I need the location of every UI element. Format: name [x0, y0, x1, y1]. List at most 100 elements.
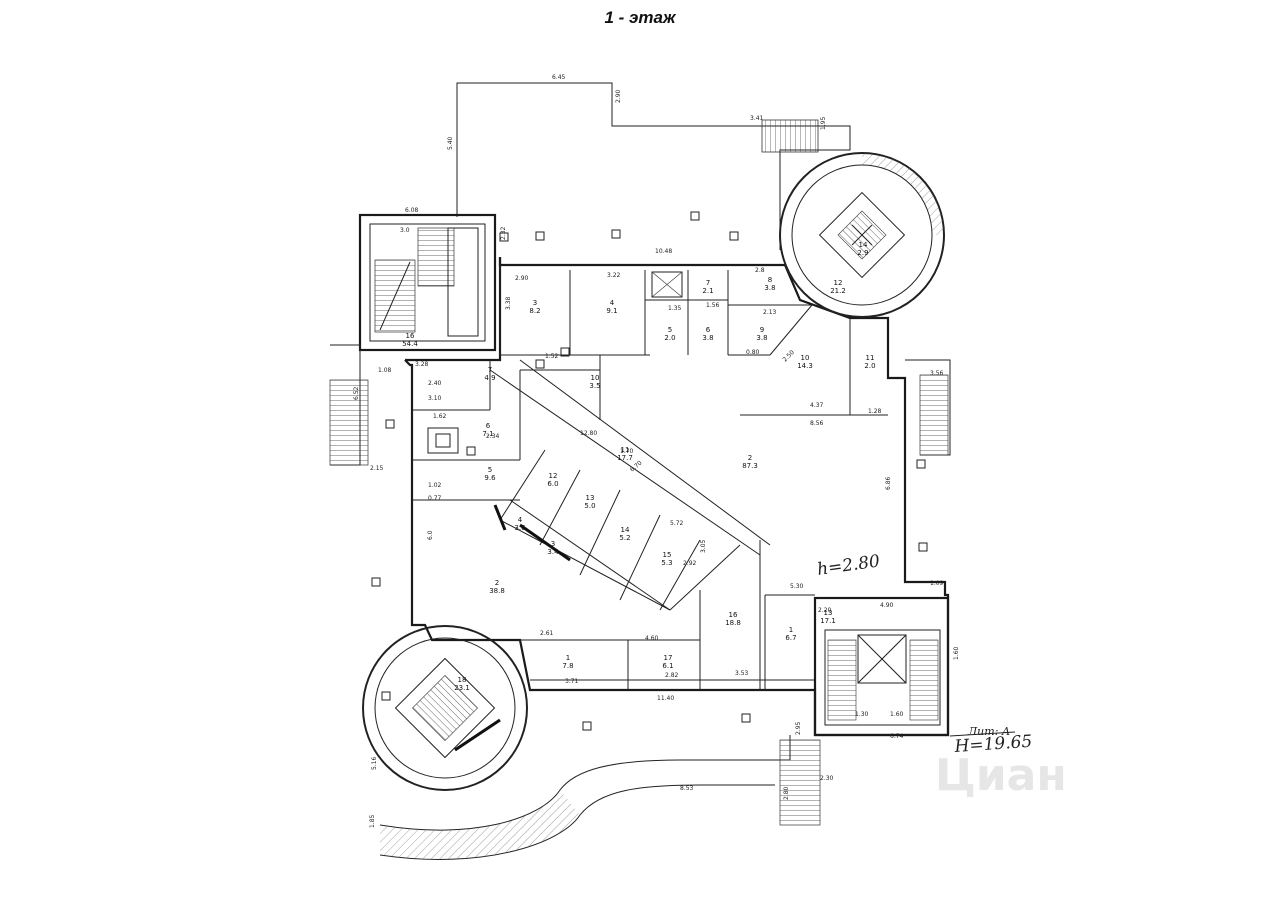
- building-outer-wall: [404, 257, 950, 737]
- room-area: 14.3: [797, 362, 813, 370]
- stair-tower-bottom-left: [362, 625, 528, 791]
- room-area: 4.9: [484, 374, 495, 382]
- dimension-label: 3.56: [930, 370, 944, 377]
- room-area: 2.0: [864, 362, 875, 370]
- dimension-label: 5.72: [670, 520, 684, 527]
- room-area: 7.8: [562, 662, 573, 670]
- dimension-label: 1.08: [378, 367, 392, 374]
- room-number: 13: [824, 609, 833, 617]
- stair-tower-top-right: [779, 152, 945, 318]
- dimension-label: 2.61: [540, 630, 554, 637]
- dimension-label: 3.38: [505, 296, 512, 310]
- room-number: 5: [668, 326, 672, 334]
- dimension-label: 2.34: [486, 433, 500, 440]
- stair-block-16: [358, 213, 497, 352]
- left-outside-steps: [329, 379, 369, 466]
- ceiling-height-note: h=2.80: [816, 551, 881, 580]
- room-area: 38.8: [489, 587, 505, 595]
- room-area: 5.0: [584, 502, 595, 510]
- room-area: 17.7: [617, 454, 633, 462]
- room-area: 17.1: [820, 617, 836, 625]
- upper-terrace-outline: [456, 82, 851, 250]
- room-area: 8.2: [529, 307, 540, 315]
- room-number: 17: [664, 654, 673, 662]
- dimension-label: 2.82: [665, 672, 679, 679]
- room-number: 13: [586, 494, 595, 502]
- interior-partitions: [412, 265, 888, 690]
- dimension-label: 5.30: [790, 583, 804, 590]
- dimension-label: 1.02: [428, 482, 442, 489]
- dimension-label: 6.08: [405, 207, 419, 214]
- dimension-label: 1.95: [820, 116, 827, 130]
- dimension-label: 6.86: [885, 476, 892, 490]
- room-number: 15: [663, 551, 672, 559]
- room-area: 3.8: [756, 334, 767, 342]
- room-number: 11: [621, 446, 630, 454]
- dimension-label: 3.10: [428, 395, 442, 402]
- room-number: 3: [533, 299, 537, 307]
- room-number: 3: [551, 540, 555, 548]
- dimension-label: 5.40: [447, 136, 454, 150]
- room-area: 9.1: [606, 307, 617, 315]
- room-area: 2.1: [702, 287, 713, 295]
- room-area: 6.0: [547, 480, 558, 488]
- dimension-label: 2.80: [783, 786, 790, 800]
- dimension-label: 10.48: [655, 248, 672, 255]
- dimension-label: 2.15: [370, 465, 384, 472]
- dimension-label: 5.16: [371, 756, 378, 770]
- dimension-label: 1.60: [890, 711, 904, 718]
- watermark: Циан: [935, 750, 1067, 801]
- room-area: 6.1: [662, 662, 673, 670]
- room-number: 16: [406, 332, 415, 340]
- dimension-label: 1.62: [433, 413, 447, 420]
- room-number: 14: [621, 526, 630, 534]
- room-area: 54.4: [402, 340, 418, 348]
- dimension-label: 6.52: [353, 386, 360, 400]
- dimension-label: 3.53: [735, 670, 749, 677]
- room-area: 9.6: [484, 474, 496, 482]
- dimension-label: 0.77: [428, 495, 442, 502]
- dimension-label: 2.50: [781, 349, 796, 364]
- dimension-label: 2.8: [755, 267, 765, 274]
- bottom-steps: [779, 739, 821, 826]
- dimension-label: 4.37: [810, 402, 824, 409]
- dimension-label: 1.85: [369, 814, 376, 828]
- dimension-label: 2.90: [615, 89, 622, 103]
- room-number: 9: [760, 326, 764, 334]
- dimension-label: 1.09: [930, 580, 944, 587]
- room-number: 10: [801, 354, 810, 362]
- dimension-label: 8.53: [680, 785, 694, 792]
- dimension-label: 1.30: [855, 711, 869, 718]
- room-area: 3.8: [702, 334, 713, 342]
- dimension-label: 2.92: [683, 560, 697, 567]
- dimension-label: 1.56: [706, 302, 720, 309]
- room-number: 12: [834, 279, 843, 287]
- dimension-label: 2.95: [795, 721, 802, 735]
- dimension-label: 3.05: [700, 539, 707, 553]
- stair-block-13: [813, 596, 950, 737]
- room-number: 10: [591, 374, 600, 382]
- room-number: 1: [566, 654, 570, 662]
- room-area: 3.8: [764, 284, 775, 292]
- dimension-label: 3.41: [750, 115, 764, 122]
- lower-ramp: [379, 735, 791, 831]
- dimension-label: 12.80: [580, 430, 597, 437]
- room-number: 1: [789, 626, 793, 634]
- room-number: 7: [488, 366, 492, 374]
- dimension-label: 1.52: [545, 353, 559, 360]
- room-number: 2: [495, 579, 499, 587]
- dimension-label: 3.71: [565, 678, 579, 685]
- dimension-label: 6.0: [427, 530, 434, 540]
- dimension-label: 1.70: [620, 448, 634, 455]
- room-area: 5.2: [619, 534, 630, 542]
- room-area: 2.0: [664, 334, 675, 342]
- dimension-label: 4.90: [880, 602, 894, 609]
- dimension-label: 6.74: [890, 733, 904, 740]
- room-area: 2.9: [857, 249, 868, 257]
- room-number: 14: [859, 241, 868, 249]
- dimension-label: 3.22: [607, 272, 621, 279]
- room-area: 3.4: [547, 548, 559, 556]
- room-area: 18.8: [725, 619, 741, 627]
- room-number: 4: [610, 299, 615, 307]
- dimension-label: 2.30: [820, 775, 834, 782]
